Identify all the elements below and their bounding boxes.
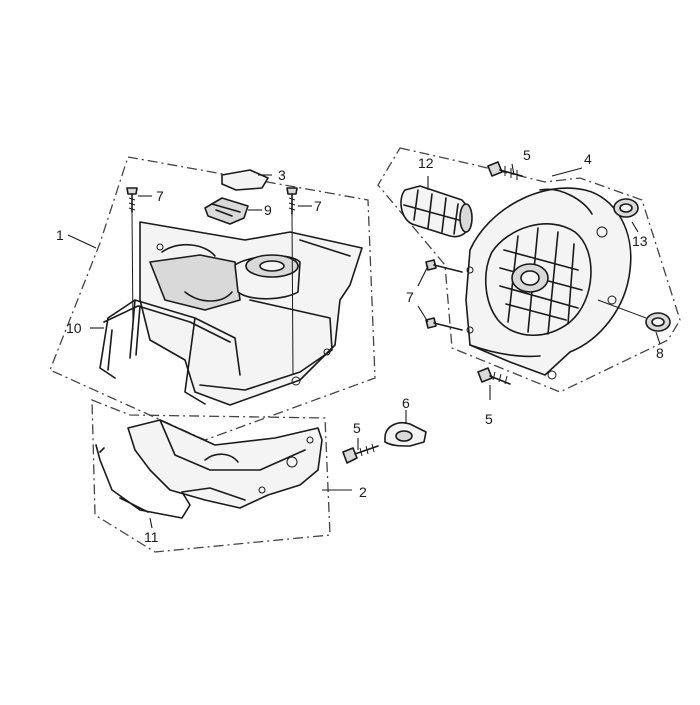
alignment-line-grommet — [597, 299, 647, 319]
callout-5-bottom: 5 — [485, 411, 493, 427]
callout-2: 2 — [359, 484, 367, 500]
group-outline-lower-cover — [91, 399, 331, 553]
callout-1: 1 — [56, 227, 64, 243]
fan-cover — [465, 187, 632, 380]
callout-7-left: 7 — [156, 188, 164, 204]
screw-7-fan-lower — [425, 317, 463, 331]
grommet-8 — [645, 312, 671, 332]
callout-8: 8 — [656, 345, 664, 361]
callout-7-fan: 7 — [406, 289, 414, 305]
callout-labels: 1 2 3 4 5 5 5 6 7 7 7 8 9 10 11 12 13 — [56, 147, 664, 545]
leader-lines — [67, 163, 661, 529]
alignment-line-left — [131, 211, 134, 331]
callout-3: 3 — [278, 167, 286, 183]
alignment-line-right — [291, 213, 294, 376]
wire-guard-inner — [103, 305, 231, 371]
lower-cylinder-cover — [127, 419, 323, 509]
screw-7-right — [286, 187, 298, 215]
callout-6: 6 — [402, 395, 410, 411]
callout-7-right: 7 — [314, 198, 322, 214]
callout-9: 9 — [264, 202, 272, 218]
bolt-5-bottom — [477, 367, 511, 385]
cylinder-shroud — [139, 221, 363, 406]
seal-plate — [221, 169, 269, 191]
screw-7-fan-upper — [425, 259, 463, 273]
spark-plug-cap — [400, 185, 473, 238]
wire-guard — [99, 299, 241, 405]
callout-11: 11 — [144, 529, 159, 545]
bolt-5-top — [487, 161, 523, 180]
bolt-5-middle — [342, 443, 379, 464]
group-outline-fan-cover — [377, 147, 681, 393]
callout-10: 10 — [66, 320, 82, 336]
lower-guard-wire — [95, 444, 246, 519]
grommet-13 — [613, 198, 639, 218]
callout-5-middle: 5 — [353, 420, 361, 436]
clip-part — [204, 197, 249, 225]
callout-4: 4 — [584, 151, 592, 167]
callout-5-top: 5 — [523, 147, 531, 163]
clamp-bracket — [384, 422, 427, 447]
callout-12: 12 — [418, 155, 434, 171]
screw-7-left — [126, 187, 138, 213]
callout-13: 13 — [632, 233, 648, 249]
